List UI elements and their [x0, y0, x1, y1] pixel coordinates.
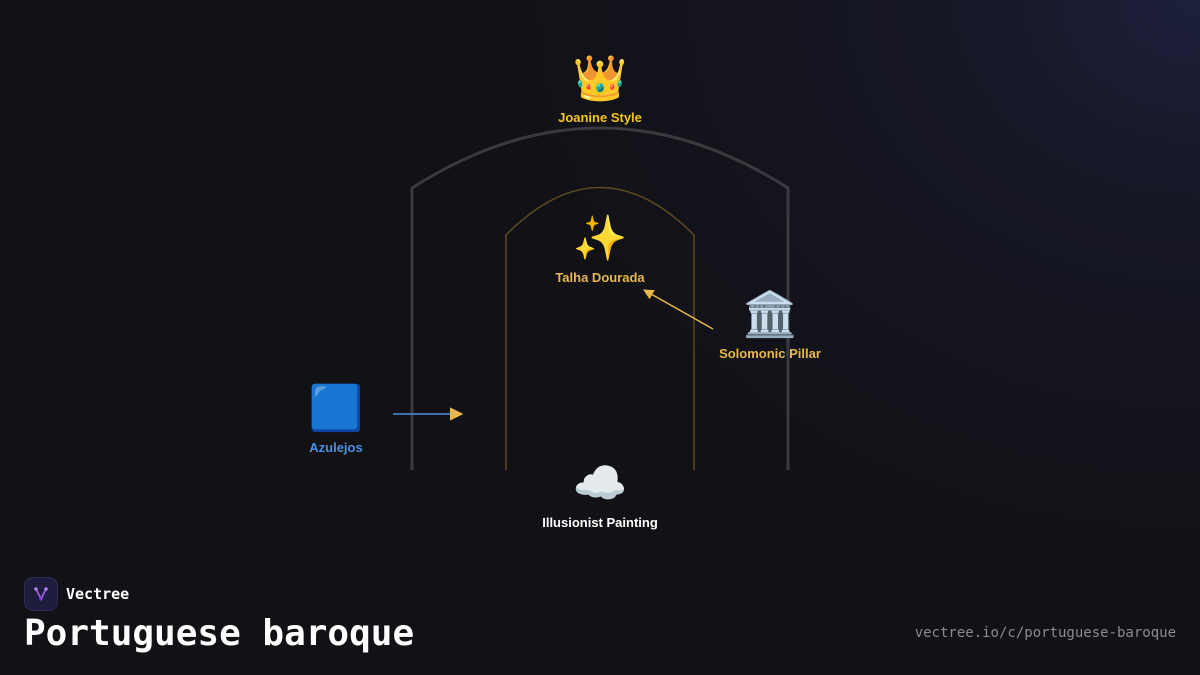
classical-building-icon: 🏛️	[742, 290, 798, 339]
node-label: Solomonic Pillar	[719, 346, 821, 361]
node-solomonic-pillar[interactable]: 🏛️ Solomonic Pillar	[680, 290, 860, 362]
page-title: Portuguese baroque	[24, 613, 415, 654]
brand-name: Vectree	[66, 585, 130, 603]
outer-arch	[410, 126, 790, 470]
node-label: Joanine Style	[558, 110, 642, 125]
node-label: Talha Dourada	[555, 270, 645, 285]
blue-square-icon: 🟦	[308, 384, 364, 433]
node-label: Illusionist Painting	[542, 515, 658, 530]
node-talha-dourada[interactable]: ✨ Talha Dourada	[510, 214, 690, 286]
node-label: Azulejos	[309, 440, 363, 455]
cloud-icon: ☁️	[572, 459, 628, 508]
node-illusionist-painting[interactable]: ☁️ Illusionist Painting	[510, 459, 690, 531]
node-azulejos[interactable]: 🟦 Azulejos	[246, 384, 426, 456]
node-joanine-style[interactable]: 👑 Joanine Style	[510, 54, 690, 126]
sparkles-icon: ✨	[572, 214, 628, 263]
crown-icon: 👑	[572, 54, 628, 103]
connector-solomonic-to-talha	[643, 289, 714, 330]
vectree-logo-icon	[24, 577, 58, 611]
inner-arch	[505, 186, 695, 470]
brand[interactable]: Vectree	[24, 577, 129, 611]
page-url[interactable]: vectree.io/c/portuguese-baroque	[914, 625, 1176, 641]
